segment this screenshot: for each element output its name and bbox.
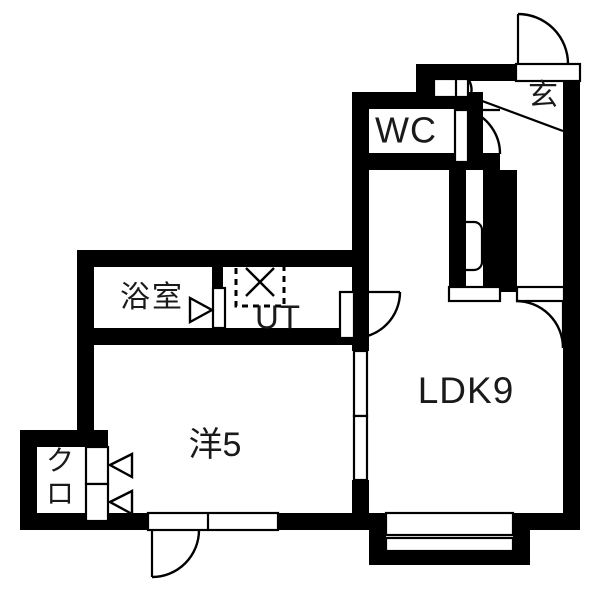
- label-bathroom: 浴室: [120, 281, 184, 314]
- wash-basin: [454, 220, 484, 272]
- wall-ldk-closet-bottom-left: [449, 278, 459, 292]
- wall-ldk-closet-right: [483, 170, 500, 287]
- wall-room-left-upper: [77, 345, 94, 430]
- label-closet-line1: クロ: [46, 445, 74, 509]
- entrance-door[interactable]: [514, 12, 582, 83]
- closet-door-arrow-bottom: [107, 489, 134, 517]
- label-wc: WC: [375, 110, 437, 151]
- closet-door-leaf-bottom: [84, 482, 110, 523]
- wall-corridor-left: [352, 170, 369, 265]
- hall-to-ldk-door[interactable]: [515, 285, 566, 349]
- ldk-window-balcony[interactable]: [384, 511, 515, 553]
- ut-to-ldk-door[interactable]: [338, 290, 402, 340]
- bedroom-window-and-door[interactable]: [146, 511, 280, 579]
- bathroom-door[interactable]: [188, 286, 227, 330]
- wc-door[interactable]: [453, 108, 502, 164]
- entrance-inner-leaf: [454, 77, 470, 99]
- wall-bath-left: [77, 250, 94, 345]
- wall-ut-top: [77, 250, 369, 267]
- label-entrance: 玄: [528, 79, 558, 112]
- wall-balcony-bottom: [369, 549, 530, 565]
- wall-entrance-ldk-divider: [500, 170, 517, 292]
- closet-sliding-doors[interactable]: [84, 445, 134, 523]
- wall-closet-top: [20, 430, 94, 447]
- wall-right-outer: [563, 64, 580, 530]
- entrance-door-arc: [517, 12, 570, 65]
- room-ldk-slider-lower: [352, 414, 369, 482]
- wall-closet-left: [20, 430, 37, 530]
- hall-ldk-door-frame: [515, 285, 566, 303]
- label-ldk: LDK9: [418, 370, 515, 411]
- entrance-step-line: [465, 93, 564, 133]
- ut-ldk-door-arc: [353, 291, 402, 340]
- closet-door-arrow-top: [107, 452, 134, 480]
- washing-machine-space: [234, 256, 286, 308]
- room-to-ldk-sliding-door[interactable]: [352, 349, 369, 482]
- entrance-inner-arc: [466, 78, 473, 98]
- wall-ut-bottom: [77, 328, 369, 345]
- wall-closet-right-stub: [94, 430, 108, 447]
- ldk-closet: [447, 220, 502, 303]
- wall-entrance-left: [416, 64, 433, 95]
- washer-x-2: [245, 267, 275, 297]
- room-labels: LDK9 WC UT 洋5 浴室 クロ 玄: [46, 79, 558, 509]
- wc-door-frame: [453, 108, 470, 164]
- entrance-step: [465, 93, 564, 133]
- ldk-window: [384, 511, 515, 537]
- ldk-closet-opening: [447, 285, 502, 303]
- room-ldk-slider-upper: [352, 349, 369, 418]
- entrance-door-frame: [514, 62, 582, 83]
- wall-ldk-closet-left: [449, 170, 466, 287]
- entrance-inner-door[interactable]: [432, 77, 473, 99]
- label-western-room: 洋5: [189, 426, 242, 464]
- bedroom-window: [146, 511, 280, 532]
- wall-structure: [20, 64, 580, 565]
- wall-entrance-inner-right: [483, 153, 500, 170]
- wc-door-arc: [467, 108, 502, 155]
- label-ut: UT: [255, 299, 301, 336]
- closet-door-leaf-top: [84, 445, 110, 486]
- wall-wc-left: [352, 92, 369, 170]
- balcony-rail: [384, 536, 515, 553]
- wall-room-ldk-divider-upper: [352, 267, 369, 351]
- hall-ldk-door-arc: [515, 299, 565, 349]
- bedroom-door-arc: [151, 529, 201, 579]
- bathroom-door-arrow: [188, 295, 215, 325]
- ut-ldk-door-frame: [338, 290, 356, 340]
- bathroom-door-leaf: [211, 286, 227, 330]
- washer-dashed-square: [234, 256, 286, 308]
